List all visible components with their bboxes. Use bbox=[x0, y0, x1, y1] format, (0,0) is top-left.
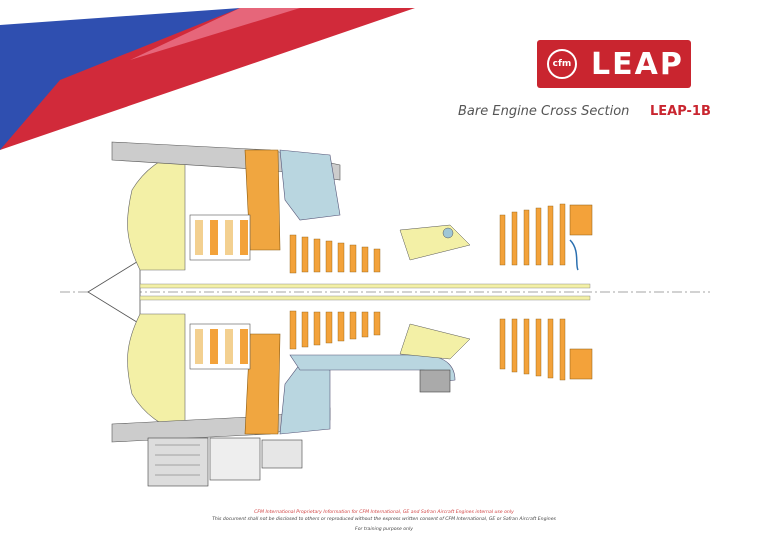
disclosure-notice: This document shall not be disclosed to … bbox=[212, 517, 556, 522]
training-notice: For training purpose only bbox=[355, 527, 413, 532]
corner-banner bbox=[0, 8, 415, 150]
engine-model: LEAP-1B bbox=[650, 104, 711, 119]
pipe-upper bbox=[569, 239, 579, 271]
combustor bbox=[399, 224, 471, 360]
lp-shaft-upper bbox=[139, 283, 591, 289]
accessory-gearbox bbox=[147, 437, 303, 487]
leap-wordmark: LEAP bbox=[591, 46, 684, 82]
leap-logo: cfm LEAP bbox=[537, 40, 691, 88]
proprietary-notice: CFM International Proprietary Informatio… bbox=[254, 510, 514, 515]
banner-red-stripe bbox=[0, 8, 415, 150]
fan-blade-upper bbox=[127, 147, 186, 271]
lpt-stages bbox=[499, 203, 566, 381]
turbine-rear-frame-lower bbox=[569, 348, 593, 380]
spinner-cone bbox=[87, 259, 141, 325]
bypass-duct-upper bbox=[279, 149, 341, 221]
page-subtitle: Bare Engine Cross Section bbox=[458, 104, 630, 119]
fuel-nozzle-icon bbox=[442, 227, 454, 239]
bleed-valve bbox=[419, 369, 451, 393]
engine-cross-section bbox=[60, 141, 710, 487]
turbine-rear-frame-upper bbox=[569, 204, 593, 236]
hpc-stages bbox=[289, 234, 381, 350]
bypass-duct-lower bbox=[279, 363, 331, 435]
booster-stages bbox=[189, 214, 251, 370]
lp-shaft-lower bbox=[139, 295, 591, 301]
fan-blade-lower bbox=[127, 313, 186, 437]
cfm-logo-icon: cfm bbox=[547, 49, 577, 79]
banner-pink-stripe bbox=[130, 8, 300, 60]
